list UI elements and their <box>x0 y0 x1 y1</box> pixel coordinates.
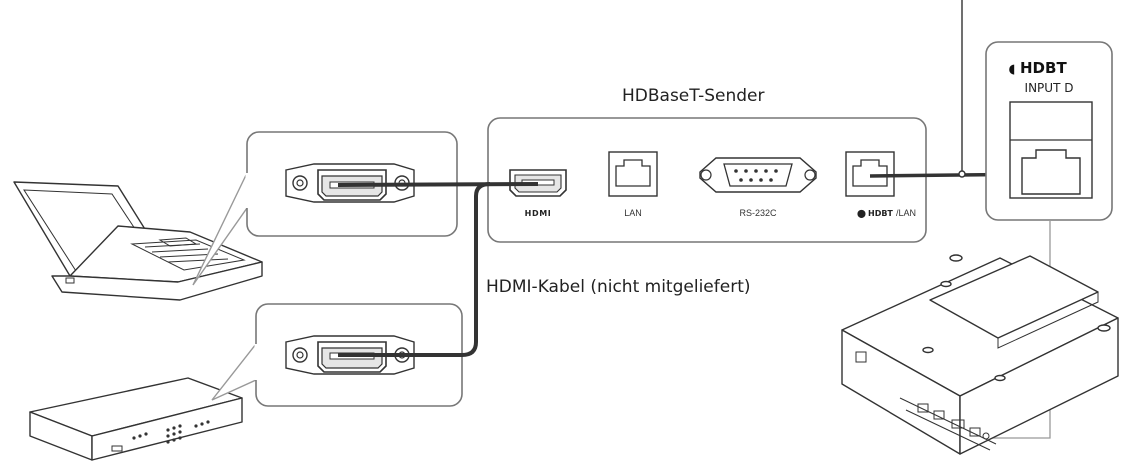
projector-input-label: INPUT D <box>1025 81 1074 95</box>
sender-hdmi-label: HDMI <box>525 209 552 218</box>
laptop-illustration <box>13 181 263 301</box>
rj45-port-icon <box>1021 149 1081 195</box>
media-player-illustration <box>29 377 243 461</box>
projector-hdbt-logo-icon: ◖ <box>1009 62 1016 77</box>
hdmi-cable-lines <box>337 182 539 357</box>
sender-rs232c-label: RS-232C <box>739 208 777 218</box>
cable-label: HDMI-Kabel (nicht mitgeliefert) <box>486 277 751 297</box>
sender-hdbt-logo-icon: ⬤ <box>857 209 866 218</box>
sender-hdbt-lan-port: ⬤ HDBT /LAN <box>845 151 916 218</box>
projector-input-panel: ◖ HDBT INPUT D <box>985 41 1113 439</box>
sender-lan-label: LAN <box>624 208 642 218</box>
sender-hdbt-logo: HDBT <box>868 209 893 218</box>
sender-hdmi-port: HDMI <box>509 169 567 218</box>
projector-hdbt-logo: HDBT <box>1020 59 1067 77</box>
sender-label: HDBaseT-Sender <box>622 86 765 106</box>
sender-rs232c-port: RS-232C <box>699 157 817 218</box>
sender-hdbt-lan-label: /LAN <box>896 208 916 218</box>
sender-lan-port: LAN <box>608 151 658 218</box>
projector-illustration <box>841 254 1119 455</box>
